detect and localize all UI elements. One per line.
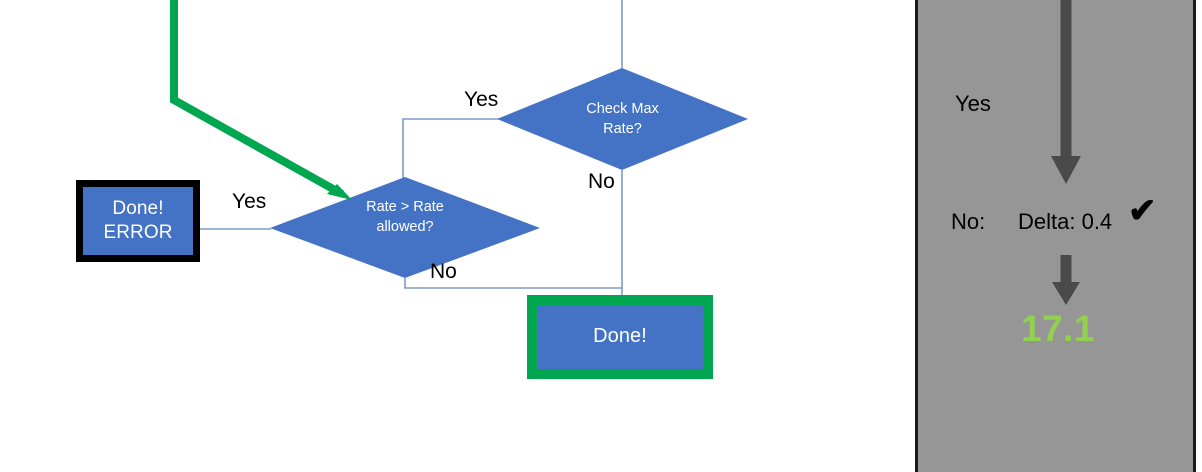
panel-yes-label: Yes (955, 91, 991, 116)
node-done-error-line-2: ERROR (103, 222, 173, 243)
checkmark-icon: ✔ (1128, 192, 1157, 230)
highlight-path-arrowhead (327, 184, 352, 200)
connector-no-rate-to-done (404, 278, 622, 289)
edge-label-yes-check-max: Yes (464, 88, 499, 111)
panel-arrow-short-head (1052, 282, 1080, 305)
panel-no-label: No: (951, 209, 986, 234)
diamond-check-max-rate[interactable] (497, 68, 748, 170)
right-gray-panel: Yes No: Delta: 0.4 ✔ 17.1 (915, 0, 1196, 472)
panel-result-value: 17.1 (1021, 308, 1096, 349)
connector-yes-to-rate-check (402, 118, 499, 178)
panel-delta-value: Delta: 0.4 (1018, 209, 1113, 234)
panel-arrow-canvas (1051, 0, 1081, 305)
highlight-path-green (170, 0, 344, 198)
edge-label-no-check-max: No (588, 170, 615, 193)
node-done-error[interactable]: Done! ERROR (76, 180, 200, 262)
edge-label-no-rate-allowed: No (430, 260, 457, 283)
diamond-rate-greater-than-allowed[interactable] (270, 177, 540, 278)
panel-arrow-long-head (1051, 156, 1081, 184)
edge-label-yes-rate-allowed: Yes (232, 190, 267, 213)
node-done-line-1: Done! (593, 325, 647, 348)
node-done[interactable]: Done! (527, 295, 713, 379)
node-done-error-line-1: Done! (112, 197, 164, 219)
